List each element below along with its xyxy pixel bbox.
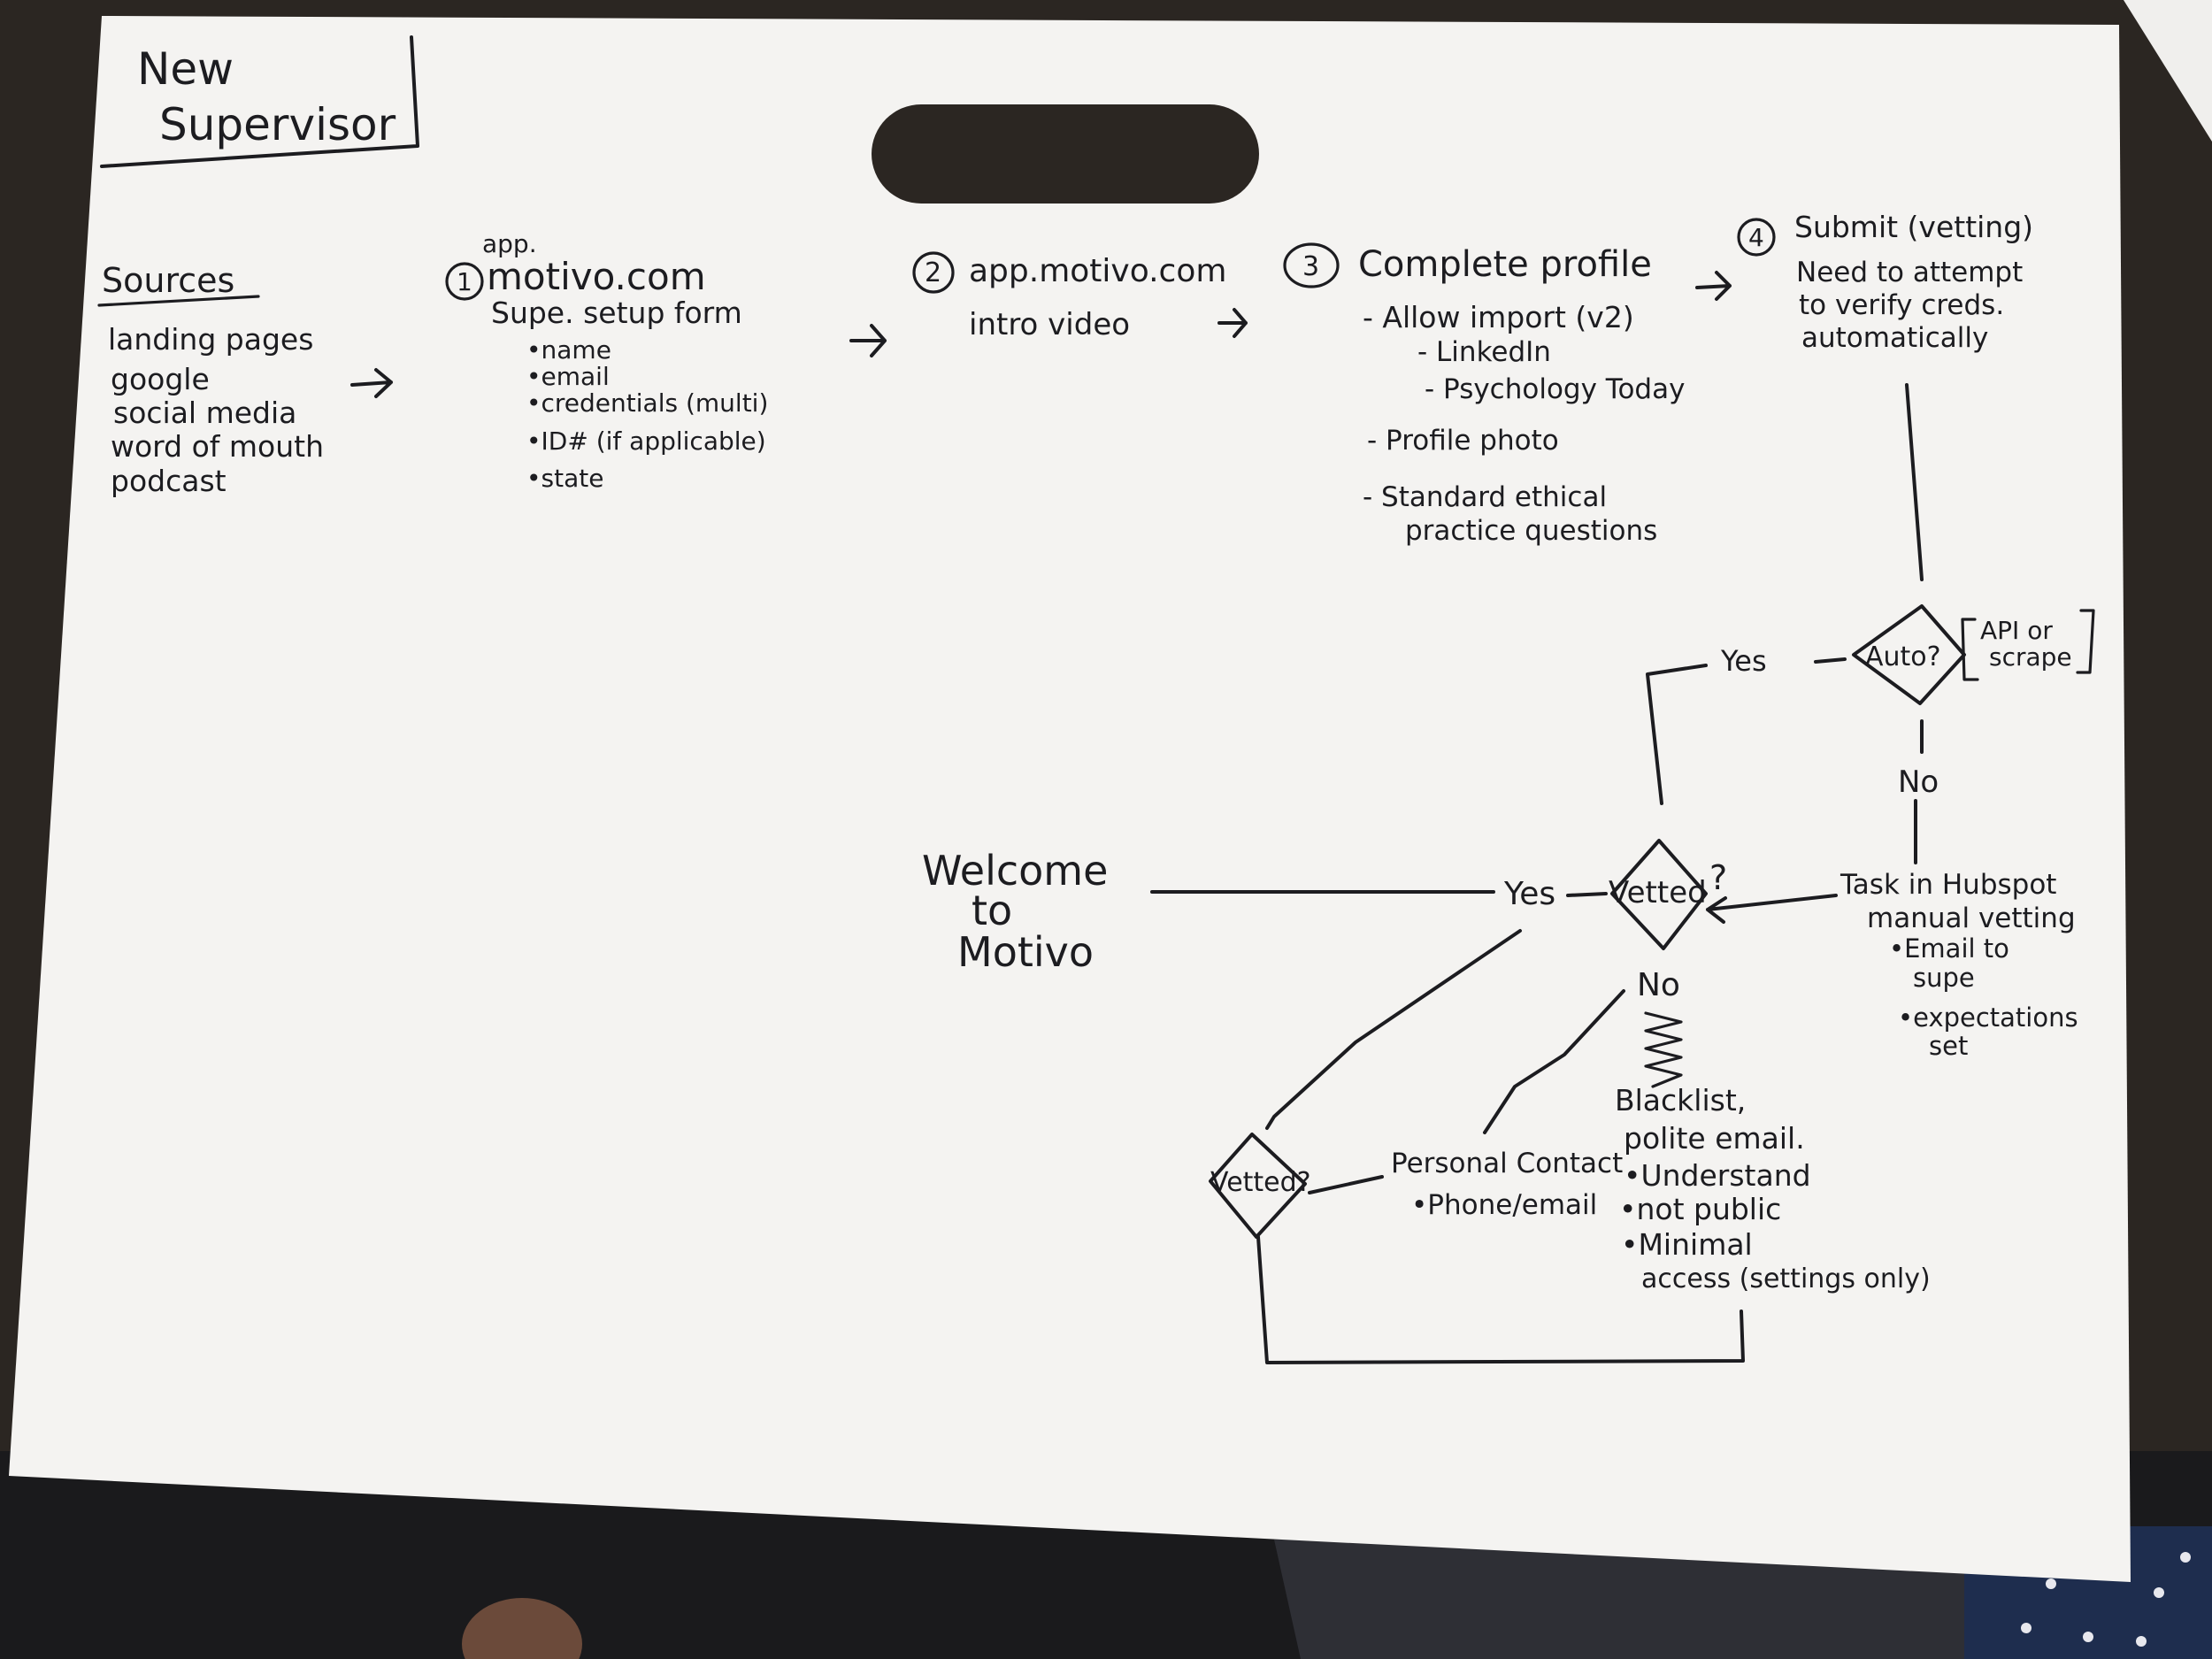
title-box: New Supervisor xyxy=(100,35,419,168)
arrow-step1-to-step2 xyxy=(849,324,887,357)
step1-line2: motivo.com xyxy=(487,255,706,298)
step3-item: - Profile photo xyxy=(1367,425,1559,457)
step1-number: 1 xyxy=(457,267,472,296)
sources-heading: Sources xyxy=(102,261,234,300)
no-label: No xyxy=(1898,764,1939,800)
step4-block: 4 Submit (vetting) Need to attempt to ve… xyxy=(1737,210,2033,354)
sources-item: podcast xyxy=(111,464,227,498)
step4-number-circle xyxy=(1737,218,1776,257)
step4-line: automatically xyxy=(1801,322,1988,354)
step4-title: Submit (vetting) xyxy=(1794,210,2033,244)
step3-item: - Allow import (v2) xyxy=(1363,300,1634,334)
blacklist-block: Blacklist, polite email. •Understand •no… xyxy=(1615,1083,1931,1294)
blacklist-line: Blacklist, xyxy=(1615,1083,1746,1118)
blacklist-spring xyxy=(1644,1011,1683,1088)
auto-diamond xyxy=(1852,604,1966,705)
hubspot-line: supe xyxy=(1913,963,1975,993)
hubspot-line: manual vetting xyxy=(1867,902,2076,934)
step3-item: - Psychology Today xyxy=(1425,373,1685,405)
arrow-sources-to-step1 xyxy=(350,368,393,398)
arrow-task-to-vetted xyxy=(1706,894,1838,924)
step1-line1: app. xyxy=(482,229,537,258)
step3-item: practice questions xyxy=(1405,515,1657,547)
personal-contact-line: •Phone/email xyxy=(1411,1189,1597,1221)
api-note: scrape xyxy=(1989,642,2072,672)
api-note-brackets xyxy=(1961,609,2095,681)
handle-cutout xyxy=(872,104,1259,204)
hubspot-line: set xyxy=(1929,1031,1968,1061)
vetted2-label: Vetted? xyxy=(1210,1167,1311,1198)
welcome-block: Welcome to Motivo xyxy=(922,847,1108,976)
step2-subtitle: intro video xyxy=(969,307,1130,342)
title-line-1: New xyxy=(137,43,234,95)
yes-label: Yes xyxy=(1720,644,1767,678)
hubspot-line: Task in Hubspot xyxy=(1839,869,2056,901)
vetted-label: Vetted xyxy=(1609,875,1707,910)
step3-item: - LinkedIn xyxy=(1417,336,1551,368)
no-label: No xyxy=(1637,967,1680,1003)
step1-block: 1 app. motivo.com Supe. setup form •name… xyxy=(445,229,768,493)
step4-number: 4 xyxy=(1748,223,1764,252)
sources-item: landing pages xyxy=(108,322,313,357)
personal-contact: Personal Contact •Phone/email xyxy=(1391,1148,1623,1221)
line-vetted-to-yes xyxy=(1566,892,1608,897)
blacklist-line: access (settings only) xyxy=(1641,1263,1931,1294)
sources-item: social media xyxy=(113,396,296,430)
blacklist-line: •not public xyxy=(1619,1192,1781,1226)
step1-number-circle xyxy=(445,262,484,301)
arrow-step3-to-step4 xyxy=(1695,271,1732,301)
paper-sheet xyxy=(9,16,2131,1582)
step3-item: - Standard ethical xyxy=(1363,481,1607,513)
step3-number-circle xyxy=(1283,242,1340,288)
step1-item: •ID# (if applicable) xyxy=(526,426,766,456)
step2-number-circle xyxy=(912,251,955,294)
line-personal-contact-to-vetted2 xyxy=(1308,1175,1384,1194)
step3-block: 3 Complete profile - Allow import (v2) -… xyxy=(1283,242,1685,547)
sources-item: word of mouth xyxy=(111,429,324,464)
line-step4-to-auto xyxy=(1905,383,1924,581)
sources-item: google xyxy=(111,362,210,396)
arrow-step2-to-step3 xyxy=(1217,308,1248,338)
yes-label: Yes xyxy=(1503,876,1555,912)
blacklist-line: polite email. xyxy=(1624,1121,1805,1156)
auto-decision: Auto? API or scrape xyxy=(1852,604,2095,705)
step4-line: to verify creds. xyxy=(1799,289,2004,321)
title-line-2: Supervisor xyxy=(159,99,396,150)
blacklist-line: •Minimal xyxy=(1621,1227,1753,1262)
hubspot-line: •expectations xyxy=(1898,1002,2078,1033)
line-auto-no-to-task xyxy=(1914,719,1924,864)
vetted-diamond xyxy=(1610,839,1708,950)
line-no-to-personal-contact xyxy=(1483,989,1625,1134)
personal-contact-line: Personal Contact xyxy=(1391,1148,1623,1179)
foot xyxy=(462,1598,582,1659)
loop-vetted2-to-blacklist xyxy=(1256,1235,1745,1364)
line-auto-yes-to-vetted xyxy=(1646,657,1847,805)
vetted-question-mark: ? xyxy=(1709,858,1727,897)
blacklist-line: •Understand xyxy=(1624,1158,1811,1193)
hubspot-line: •Email to xyxy=(1889,933,2009,964)
api-note: API or xyxy=(1980,616,2053,645)
step3-title: Complete profile xyxy=(1358,244,1652,285)
line-yes-to-vetted2 xyxy=(1265,929,1522,1130)
step2-block: 2 app.motivo.com intro video xyxy=(912,251,1226,342)
welcome-line: Welcome xyxy=(922,847,1108,895)
step1-item: •email xyxy=(526,362,610,391)
step2-number: 2 xyxy=(925,257,941,288)
corner-paper xyxy=(2124,0,2212,142)
sources-block: Sources landing pages google social medi… xyxy=(97,261,324,498)
step3-number: 3 xyxy=(1302,251,1319,282)
step1-subtitle: Supe. setup form xyxy=(491,296,742,330)
step1-item: •credentials (multi) xyxy=(526,388,768,418)
vetted-decision: Vetted ? xyxy=(1609,839,1727,950)
person-legs xyxy=(1274,1540,1973,1659)
welcome-line: to xyxy=(972,887,1012,934)
step1-item: •name xyxy=(526,335,611,365)
hubspot-task: Task in Hubspot manual vetting •Email to… xyxy=(1839,869,2078,1061)
step4-line: Need to attempt xyxy=(1796,257,2023,288)
step2-title: app.motivo.com xyxy=(969,253,1226,289)
auto-label: Auto? xyxy=(1865,641,1941,672)
step1-item: •state xyxy=(526,464,603,493)
welcome-line: Motivo xyxy=(957,928,1094,976)
